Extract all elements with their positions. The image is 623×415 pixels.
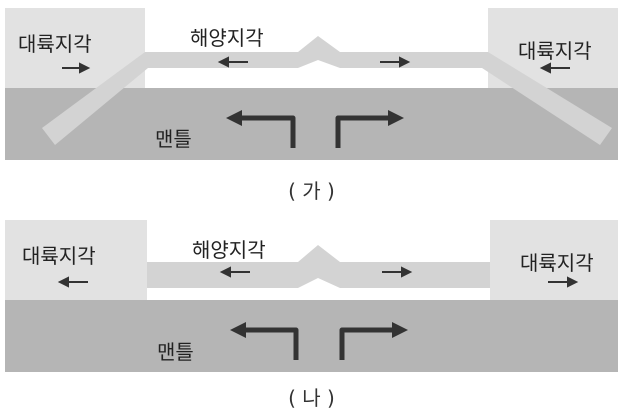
ocean-crust-label: 해양지각 <box>192 238 266 262</box>
left-arrow-icon <box>57 276 69 288</box>
left-crust-label: 대륙지각 <box>22 244 96 268</box>
mantle-label: 맨틀 <box>157 340 194 364</box>
convection-left-arrow-icon <box>244 327 299 360</box>
right-crust-label: 대륙지각 <box>518 39 592 63</box>
plate-diagram-b <box>5 220 618 372</box>
left-continental-crust <box>5 220 147 300</box>
diagram-panel-b: 대륙지각 대륙지각 해양지각 맨틀 <box>0 200 623 375</box>
convection-left-arrow-icon <box>240 115 296 148</box>
convection-right-arrow-icon <box>339 327 394 360</box>
left-crust-label: 대륙지각 <box>18 32 92 56</box>
mantle-label: 맨틀 <box>155 127 192 151</box>
oceanic-crust <box>147 245 490 288</box>
right-arrow-icon <box>399 56 411 68</box>
left-arrow-icon <box>539 62 551 74</box>
mantle-layer <box>5 300 618 372</box>
left-arrow-icon <box>219 266 231 278</box>
ocean-crust-label: 해양지각 <box>190 26 264 50</box>
plate-diagram-a <box>5 8 618 160</box>
right-continental-crust <box>490 220 618 300</box>
left-arrow-icon <box>217 56 229 68</box>
right-arrow-icon <box>401 266 413 278</box>
diagram-panel-a: 대륙지각 대륙지각 해양지각 맨틀 <box>0 0 623 175</box>
right-arrow-icon <box>567 276 579 288</box>
right-crust-label: 대륙지각 <box>520 251 594 275</box>
oceanic-crust <box>42 36 612 145</box>
right-arrow-icon <box>79 62 91 74</box>
caption-b: ( 나 ) <box>288 386 335 410</box>
convection-right-arrow-icon <box>335 115 390 148</box>
caption-a: ( 가 ) <box>288 179 335 203</box>
